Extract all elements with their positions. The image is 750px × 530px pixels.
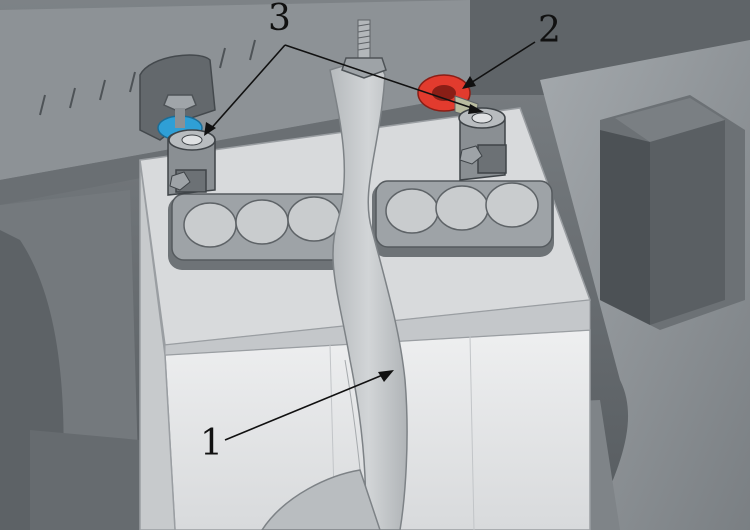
cell-cap-strip-left	[168, 193, 354, 270]
leader-arrow-3b	[468, 104, 484, 114]
callout-2: 2	[538, 10, 561, 51]
leader-line-2	[465, 41, 536, 87]
leader-line-3a	[207, 44, 286, 133]
leader-line-1	[224, 371, 391, 441]
leader-lines	[204, 41, 536, 441]
leader-arrow-3a	[204, 122, 216, 136]
callout-1: 1	[200, 423, 223, 464]
callout-3: 3	[268, 0, 291, 39]
leader-arrow-2	[462, 76, 476, 89]
leader-arrow-1	[378, 370, 394, 382]
cell-cap-strip-right	[372, 180, 554, 257]
leader-line-3b	[284, 44, 479, 111]
fuse-box	[600, 95, 745, 330]
negative-terminal-clamp-icon	[139, 54, 216, 196]
strap-icon	[261, 19, 408, 530]
